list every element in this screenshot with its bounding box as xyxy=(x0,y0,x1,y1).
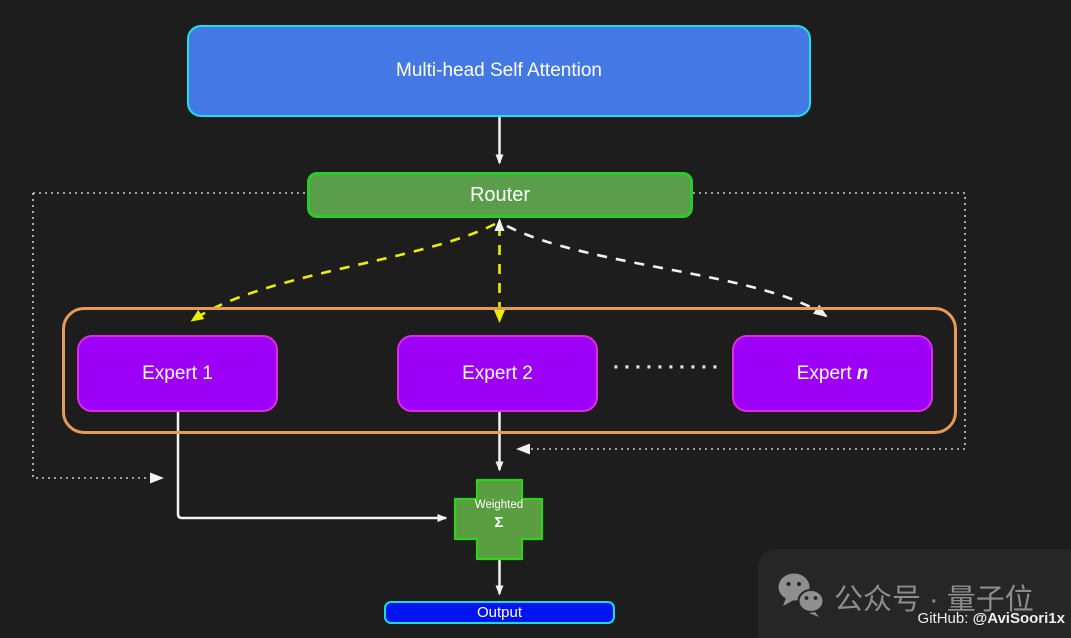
weighted-sum-shape xyxy=(453,478,544,561)
node-expert-n: Expert n xyxy=(732,335,933,412)
github-label: GitHub: xyxy=(917,610,973,627)
attention-label: Multi-head Self Attention xyxy=(396,60,602,81)
router-feedback-arrowhead xyxy=(494,218,505,231)
weighted-sum-text: Weighted xyxy=(474,499,524,511)
github-handle: @AviSoori1x xyxy=(972,610,1065,627)
node-multi-head-self-attention: Multi-head Self Attention xyxy=(187,25,811,117)
edge-router-expert1 xyxy=(190,222,496,322)
expertn-label: Expert xyxy=(796,362,852,384)
watermark-account-text: 公众号 · 量子位 xyxy=(834,584,1034,616)
node-router: Router xyxy=(307,172,693,218)
node-expert-2: Expert 2 xyxy=(397,335,598,412)
expertn-variable: n xyxy=(856,362,869,384)
sigma-symbol: Σ xyxy=(494,514,504,532)
router-label: Router xyxy=(469,183,531,206)
node-output: Output xyxy=(384,601,615,624)
github-attribution: GitHub: @AviSoori1x xyxy=(765,610,1065,627)
edge-router-expertn xyxy=(506,224,828,318)
expert2-label: Expert 2 xyxy=(462,362,533,384)
experts-group-container xyxy=(62,307,957,434)
node-weighted-sum-label: Weighted Σ xyxy=(455,498,543,533)
node-expert-1: Expert 1 xyxy=(77,335,278,412)
wechat-icon xyxy=(778,573,825,617)
experts-ellipsis-dots: ·········· xyxy=(613,356,723,379)
edge-expert1-sum xyxy=(176,412,448,522)
expert1-label: Expert 1 xyxy=(142,362,213,384)
dotted-skip-connection-path xyxy=(33,192,966,455)
output-label: Output xyxy=(476,604,523,621)
